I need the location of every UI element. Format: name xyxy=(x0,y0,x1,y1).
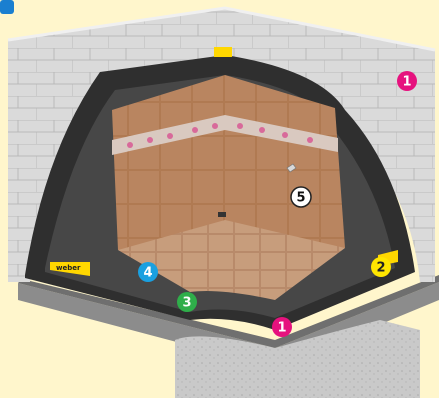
marker-5: 5 xyxy=(291,187,311,207)
marker-2: 2 xyxy=(371,257,391,277)
marker-4: 4 xyxy=(138,262,158,282)
marker-label: 1 xyxy=(277,321,286,336)
marker-label: 3 xyxy=(182,296,191,311)
brand-logo-box-top xyxy=(214,47,232,57)
marker-3: 3 xyxy=(177,292,197,312)
marker-label: 2 xyxy=(376,261,385,276)
marker-label: 5 xyxy=(296,191,305,206)
corner-tab xyxy=(0,0,14,14)
marker-label: 4 xyxy=(143,266,152,281)
marker-6: 1 xyxy=(272,317,292,337)
floor-drain xyxy=(218,212,226,217)
marker-1: 1 xyxy=(397,71,417,91)
brand-logo-label: weber xyxy=(56,264,81,272)
marker-label: 1 xyxy=(402,75,411,90)
